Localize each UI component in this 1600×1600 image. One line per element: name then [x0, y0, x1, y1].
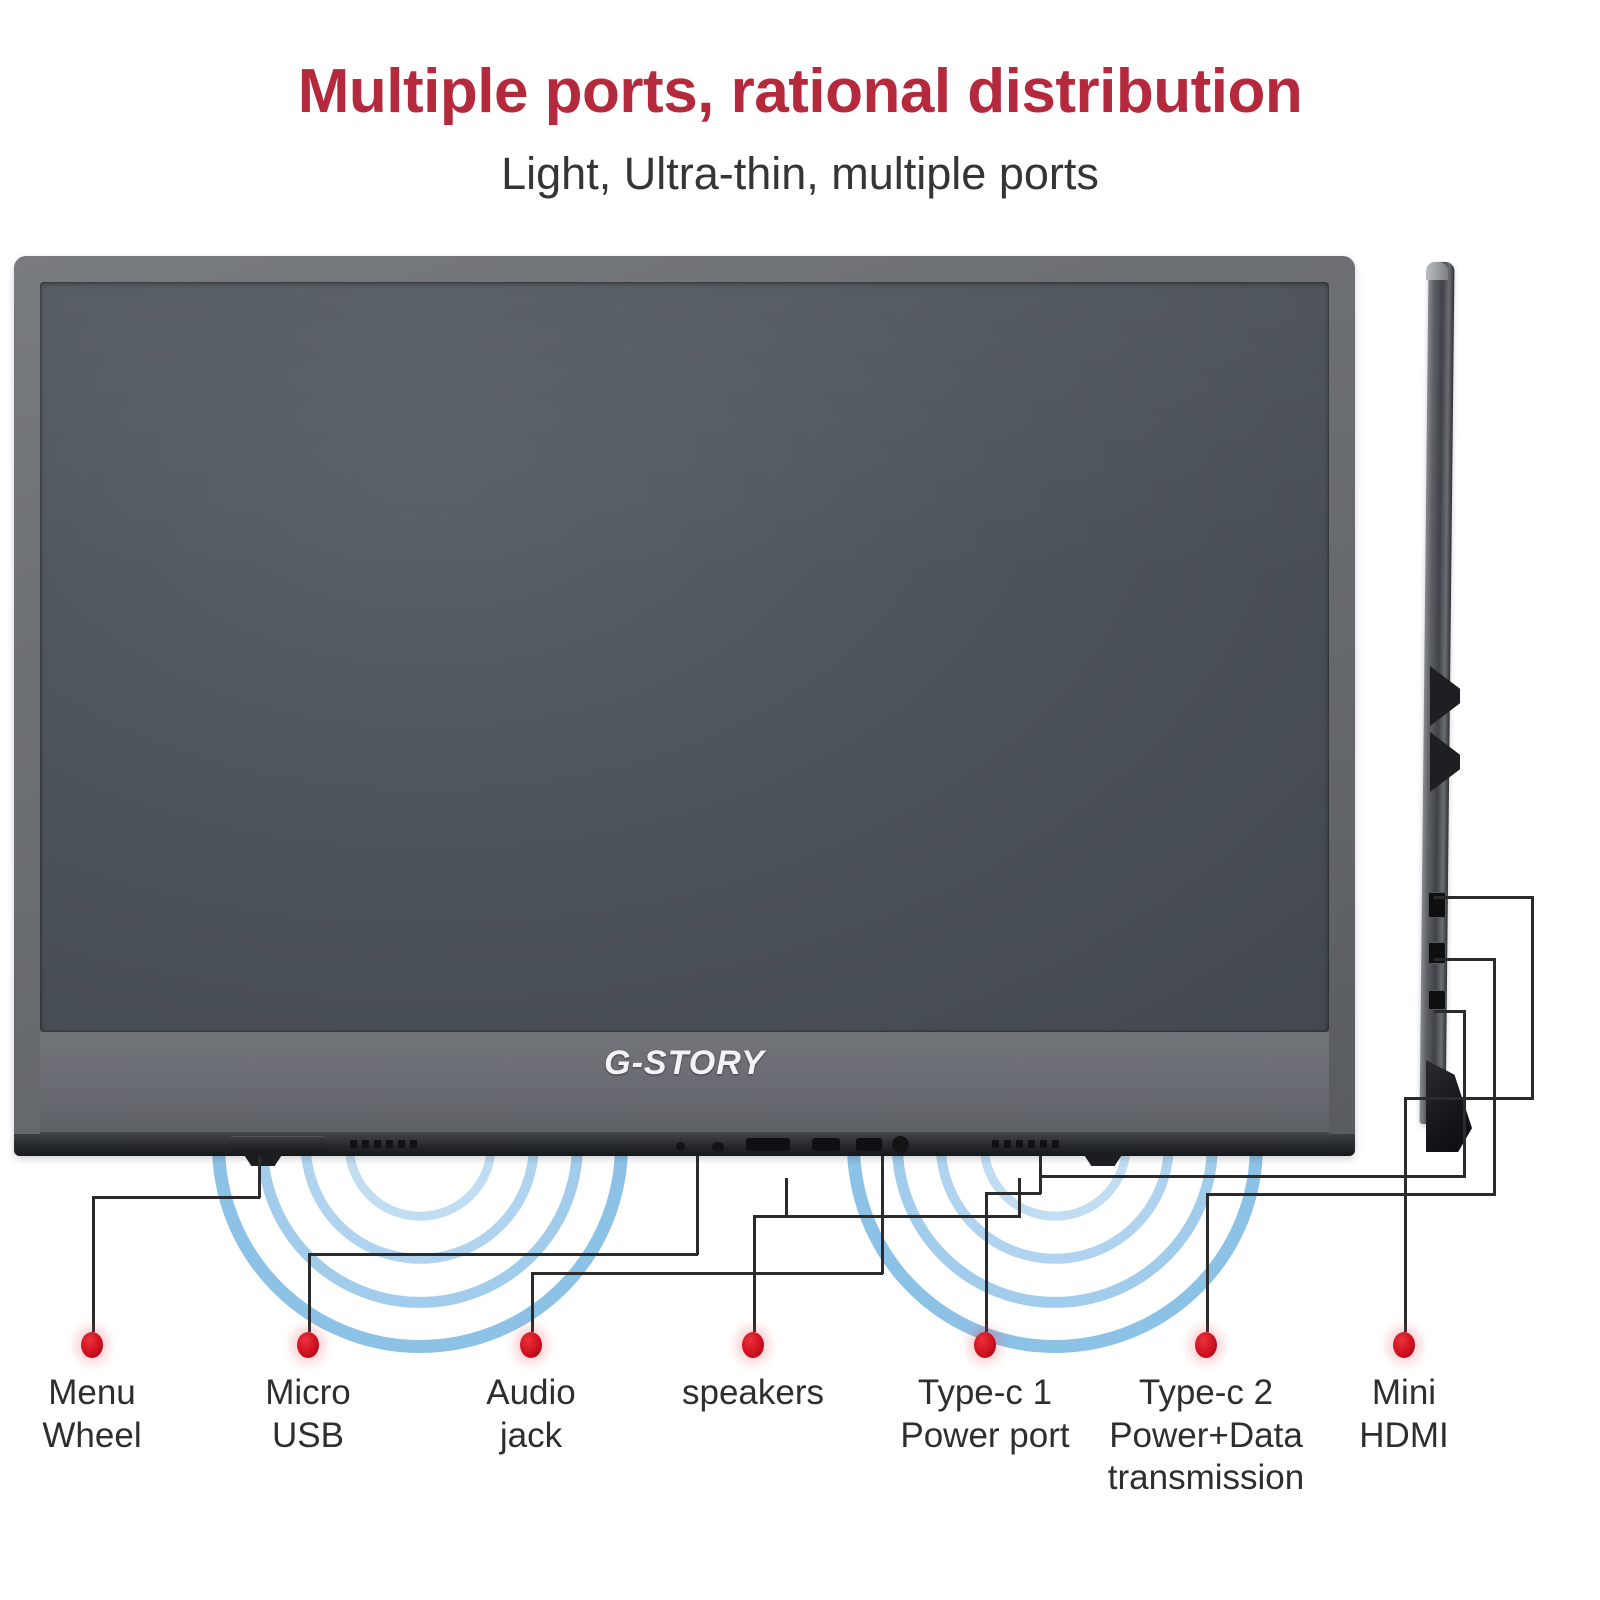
callout-label-type-c-2: Type-c 2 Power+Data transmission — [1107, 1373, 1305, 1498]
hdmi-port-bottom[interactable] — [746, 1138, 790, 1151]
page-title: Multiple ports, rational distribution — [297, 57, 1303, 126]
speaker-grille-left — [350, 1140, 417, 1148]
callout-label-micro-usb: Micro USB — [265, 1373, 351, 1455]
page-subtitle: Light, Ultra-thin, multiple ports — [501, 148, 1099, 199]
port-edge-strip — [40, 1132, 1329, 1156]
monitor-foot-right — [1082, 1152, 1124, 1166]
type-c-port-1[interactable] — [812, 1138, 840, 1151]
callout-marker-audio-jack[interactable] — [520, 1332, 542, 1358]
leader-typec1-h — [985, 1192, 1041, 1195]
micro-usb-port[interactable] — [712, 1142, 724, 1152]
leader-side-typec2-h — [1434, 958, 1496, 961]
leader-side-typec2-v — [1493, 958, 1496, 1196]
indicator-led — [676, 1142, 685, 1151]
menu-wheel-control[interactable] — [230, 1136, 326, 1151]
side-type-c-1-port[interactable] — [1428, 990, 1446, 1010]
speaker-grille-right — [992, 1140, 1059, 1148]
leader-audio-jack-h — [531, 1272, 883, 1275]
monitor-foot-left — [242, 1152, 284, 1166]
brand-logo: G-STORY — [604, 1044, 765, 1082]
leader-micro-usb-stub — [696, 1156, 699, 1255]
leader-side-hdmi-v — [1531, 896, 1534, 1100]
callout-marker-type-c-2[interactable] — [1195, 1332, 1217, 1358]
monitor-side-view — [1414, 262, 1472, 1152]
monitor-front-view: G-STORY — [14, 256, 1355, 1166]
leader-side-typec1-v — [1463, 1010, 1466, 1178]
leader-audio-jack-v — [531, 1272, 534, 1332]
leader-side-hdmi-h — [1434, 896, 1534, 899]
monitor-screen — [40, 282, 1329, 1032]
leader-menu-wheel-h — [92, 1196, 260, 1199]
type-c-port-2[interactable] — [856, 1138, 882, 1151]
callout-marker-mini-hdmi[interactable] — [1393, 1332, 1415, 1358]
leader-micro-usb-h — [308, 1253, 698, 1256]
leader-typec2-drop — [1206, 1193, 1209, 1332]
callout-marker-speakers[interactable] — [742, 1332, 764, 1358]
leader-speakers-right-stub — [1018, 1178, 1021, 1217]
callout-marker-type-c-1[interactable] — [974, 1332, 996, 1358]
callout-label-speakers: speakers — [681, 1373, 825, 1412]
leader-typec1-v — [985, 1192, 988, 1332]
leader-speakers-h — [753, 1215, 787, 1218]
leader-micro-usb-v — [308, 1253, 311, 1332]
leader-mini-hdmi-drop — [1404, 1097, 1407, 1332]
leader-speakers-bracket — [785, 1215, 1021, 1218]
leader-side-typec2-h2 — [1206, 1193, 1496, 1196]
leader-speakers-v — [753, 1215, 756, 1332]
audio-jack-port[interactable] — [892, 1136, 909, 1153]
leader-menu-wheel-v — [92, 1196, 95, 1332]
leader-menu-wheel-stub — [258, 1156, 261, 1198]
callout-label-menu-wheel: Menu Wheel — [42, 1373, 142, 1455]
callout-label-mini-hdmi: Mini HDMI — [1359, 1373, 1449, 1455]
leader-side-hdmi-h2 — [1404, 1097, 1534, 1100]
callout-label-type-c-1: Type-c 1 Power port — [900, 1373, 1070, 1455]
monitor-bottom-bezel: G-STORY — [40, 1032, 1329, 1134]
callout-label-audio-jack: Audio jack — [486, 1373, 576, 1455]
callout-marker-menu-wheel[interactable] — [81, 1332, 103, 1358]
leader-side-typec1-h2 — [1040, 1175, 1466, 1178]
callout-marker-micro-usb[interactable] — [297, 1332, 319, 1358]
leader-side-typec1-h — [1434, 1010, 1466, 1013]
side-top-edge — [1426, 262, 1448, 280]
leader-speakers-left-stub — [785, 1178, 788, 1217]
